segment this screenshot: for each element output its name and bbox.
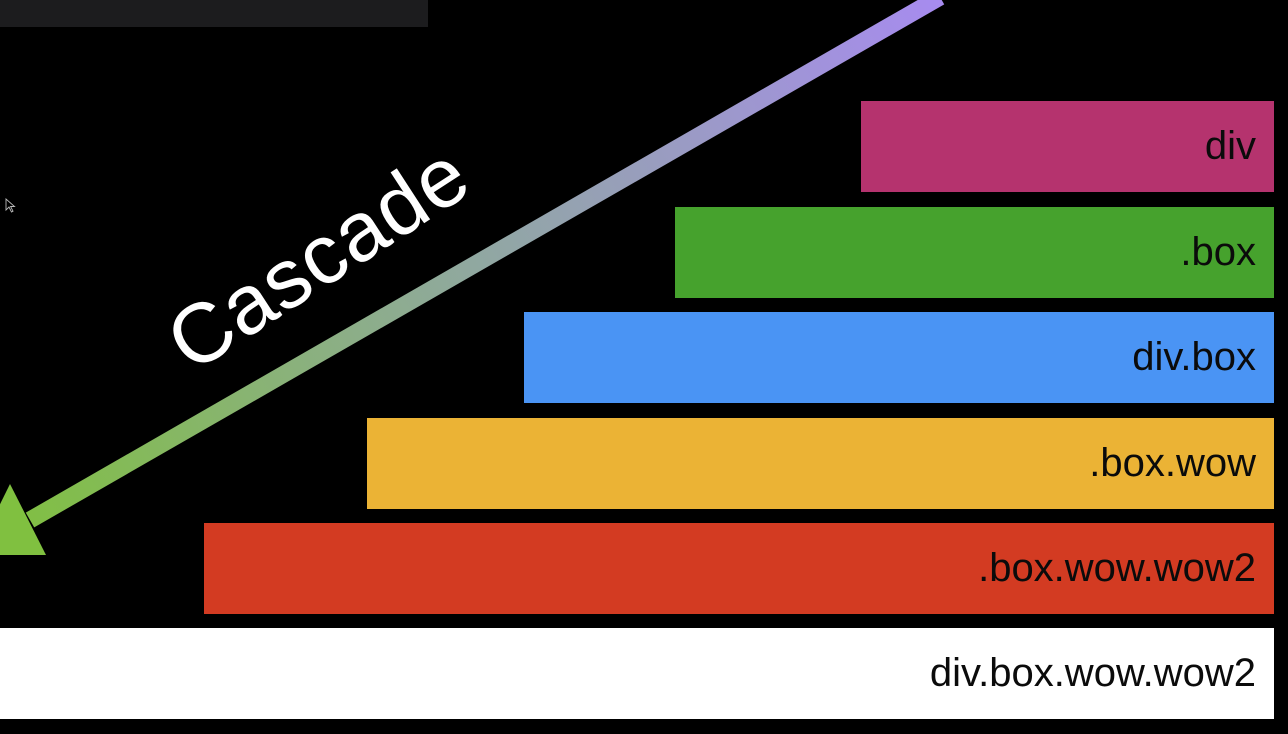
bar-label: div.box (1132, 335, 1256, 379)
specificity-bar-div-box-wow-wow2: div.box.wow.wow2 (0, 628, 1274, 719)
top-dark-strip (0, 0, 428, 27)
bar-label: div.box.wow.wow2 (929, 651, 1256, 695)
specificity-bar-box-wow: .box.wow (367, 418, 1274, 509)
specificity-bar-box: .box (675, 207, 1274, 298)
specificity-bar-box-wow-wow2: .box.wow.wow2 (204, 523, 1274, 614)
arrow-shaft (25, 0, 945, 528)
bar-label: .box (1180, 230, 1256, 274)
specificity-bar-div-box: div.box (524, 312, 1274, 403)
bar-label: div (1204, 124, 1256, 168)
mouse-pointer-icon (5, 198, 16, 213)
bar-label: .box.wow (1089, 441, 1256, 485)
arrow-head (0, 484, 46, 555)
specificity-bar-div: div (861, 101, 1274, 192)
bar-label: .box.wow.wow2 (978, 546, 1256, 590)
